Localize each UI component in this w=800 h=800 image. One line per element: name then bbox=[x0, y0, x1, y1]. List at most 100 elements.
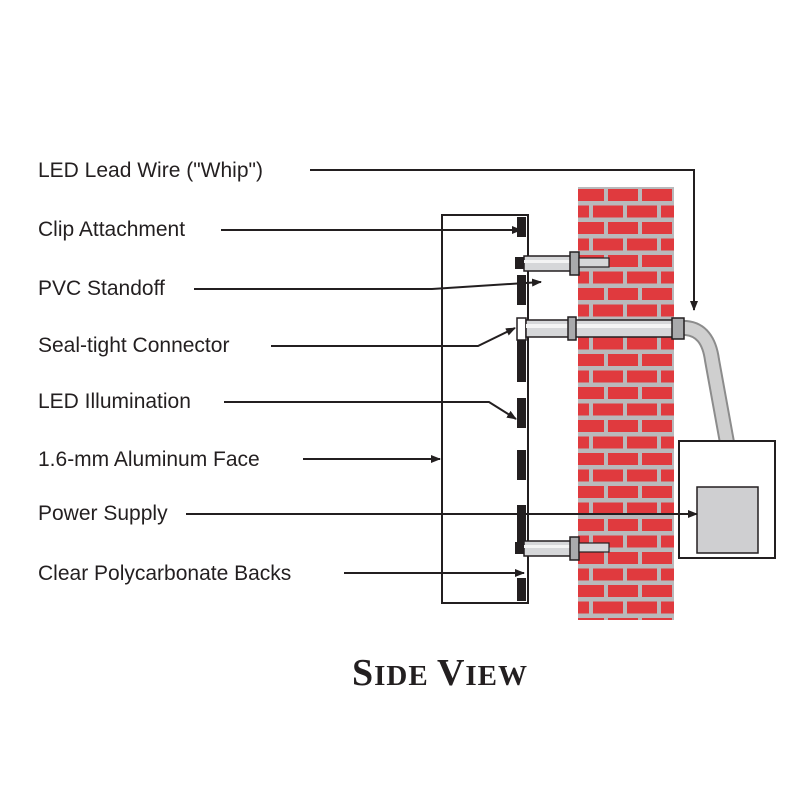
wall-bricks bbox=[578, 189, 674, 620]
brick bbox=[661, 271, 674, 284]
brick bbox=[627, 436, 657, 449]
brick bbox=[578, 403, 589, 416]
label-led-illumination: LED Illumination bbox=[38, 390, 191, 413]
brick bbox=[578, 552, 604, 564]
label-polycarbonate-backs: Clear Polycarbonate Backs bbox=[38, 562, 291, 585]
label-power-supply: Power Supply bbox=[38, 502, 168, 525]
brick bbox=[593, 502, 623, 515]
lead-wire-conduit-fill bbox=[664, 322, 742, 498]
brick bbox=[593, 601, 623, 614]
power-supply-box bbox=[696, 486, 759, 554]
label-lead-wire: LED Lead Wire ("Whip") bbox=[38, 159, 263, 182]
leader-led-illumination bbox=[224, 401, 517, 420]
brick bbox=[661, 205, 674, 218]
brick bbox=[608, 585, 638, 597]
brick bbox=[578, 618, 604, 620]
led-segment bbox=[517, 275, 526, 305]
brick bbox=[627, 238, 657, 251]
label-aluminum-face: 1.6-mm Aluminum Face bbox=[38, 448, 260, 471]
led-segment bbox=[517, 217, 526, 237]
brick bbox=[661, 337, 674, 350]
brick bbox=[642, 387, 672, 399]
pvc-standoff-bottom bbox=[515, 536, 610, 561]
brick bbox=[578, 288, 604, 300]
brick bbox=[608, 255, 638, 267]
brick bbox=[608, 354, 638, 366]
brick bbox=[593, 436, 623, 449]
brick bbox=[627, 337, 657, 350]
leader-pvc-standoff bbox=[194, 278, 542, 290]
brick bbox=[578, 387, 604, 399]
brick bbox=[642, 255, 672, 267]
brick bbox=[642, 420, 672, 432]
brick bbox=[608, 552, 638, 564]
brick bbox=[642, 585, 672, 597]
brick bbox=[578, 337, 589, 350]
brick bbox=[627, 370, 657, 383]
brick bbox=[578, 354, 604, 366]
brick bbox=[642, 189, 672, 201]
brick bbox=[578, 238, 589, 251]
label-pvc-standoff: PVC Standoff bbox=[38, 277, 165, 300]
brick bbox=[593, 337, 623, 350]
brick bbox=[642, 618, 672, 620]
brick bbox=[608, 222, 638, 234]
brick bbox=[578, 502, 589, 515]
brick bbox=[578, 585, 604, 597]
brick bbox=[608, 189, 638, 201]
brick bbox=[593, 469, 623, 482]
brick bbox=[642, 288, 672, 300]
pvc-standoff-top bbox=[515, 251, 610, 276]
brick bbox=[578, 519, 604, 531]
brick bbox=[578, 568, 589, 581]
aluminum-face bbox=[441, 214, 529, 604]
brick bbox=[593, 238, 623, 251]
brick bbox=[608, 453, 638, 465]
brick bbox=[627, 469, 657, 482]
brick bbox=[627, 601, 657, 614]
brick bbox=[578, 271, 589, 284]
brick bbox=[593, 403, 623, 416]
brick bbox=[593, 568, 623, 581]
brick bbox=[627, 271, 657, 284]
brick bbox=[578, 370, 589, 383]
brick bbox=[642, 486, 672, 498]
brick bbox=[627, 502, 657, 515]
brick bbox=[642, 552, 672, 564]
brick bbox=[642, 222, 672, 234]
diagram-title: SIDE VIEW bbox=[352, 652, 528, 694]
brick bbox=[627, 568, 657, 581]
brick bbox=[608, 420, 638, 432]
led-segment bbox=[517, 398, 526, 428]
brick bbox=[578, 189, 604, 201]
brick bbox=[661, 601, 674, 614]
label-clip-attachment: Clip Attachment bbox=[38, 218, 185, 241]
brick bbox=[627, 535, 657, 548]
brick bbox=[578, 469, 589, 482]
brick bbox=[578, 420, 604, 432]
brick bbox=[642, 519, 672, 531]
brick bbox=[593, 205, 623, 218]
brick bbox=[608, 618, 638, 620]
brick bbox=[608, 387, 638, 399]
brick bbox=[578, 304, 589, 317]
brick bbox=[593, 370, 623, 383]
brick bbox=[661, 370, 674, 383]
brick bbox=[578, 205, 589, 218]
brick bbox=[661, 436, 674, 449]
brick bbox=[642, 453, 672, 465]
brick bbox=[578, 222, 604, 234]
sealtight-connector bbox=[516, 316, 685, 341]
brick bbox=[661, 304, 674, 317]
brick bbox=[578, 436, 589, 449]
leader-lead-wire bbox=[310, 169, 698, 311]
brick bbox=[578, 486, 604, 498]
sign-letter bbox=[441, 214, 529, 604]
brick bbox=[661, 469, 674, 482]
brick bbox=[627, 304, 657, 317]
brick bbox=[627, 205, 657, 218]
label-sealtight-connector: Seal-tight Connector bbox=[38, 334, 229, 357]
brick bbox=[593, 304, 623, 317]
brick bbox=[608, 519, 638, 531]
